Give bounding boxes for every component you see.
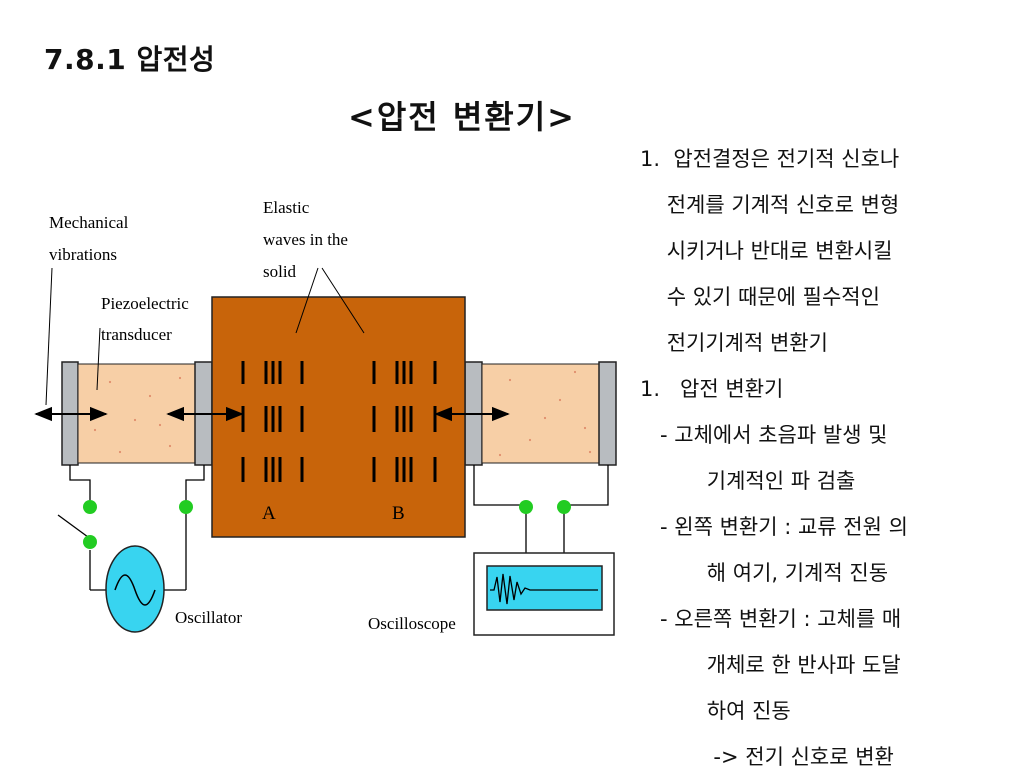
notes-line: 시키거나 반대로 변환시킬 (640, 239, 893, 263)
right-terminal-1 (519, 500, 533, 514)
notes-line: 1. 압전결정은 전기적 신호나 (640, 147, 900, 171)
switch-terminal (83, 535, 97, 549)
piezo-label-line2: transducer (101, 325, 172, 344)
elastic-waves-label-line1: Elastic (263, 198, 310, 217)
oscillator-label: Oscillator (175, 608, 242, 627)
notes-line: 전계를 기계적 신호로 변형 (640, 193, 900, 217)
mechanical-vibrations-leader (45, 267, 53, 406)
left-terminal-1 (83, 500, 97, 514)
notes-line: -> 전기 신호로 변환 (640, 745, 894, 769)
region-b-label: B (392, 503, 405, 524)
notes-list: 1. 압전결정은 전기적 신호나 전계를 기계적 신호로 변형 시키거나 반대로… (640, 136, 1020, 780)
elastic-waves-label-line2: waves in the (263, 230, 348, 249)
mechanical-vibrations-label-line1: Mechanical (49, 213, 129, 232)
piezoelectric-transducer-diagram: A B Mechanical vibrations Piezoelectric … (34, 198, 617, 636)
slide-title: <압전 변환기> (348, 98, 576, 136)
notes-line: 1. 압전 변환기 (640, 377, 784, 401)
notes-line: - 왼쪽 변환기 : 교류 전원 의 (640, 515, 908, 539)
left-terminal-2 (179, 500, 193, 514)
notes-line: 하여 진동 (640, 699, 791, 723)
notes-line: 수 있기 때문에 필수적인 (640, 285, 880, 309)
switch-lever (57, 514, 89, 538)
elastic-waves-leaders (295, 267, 365, 334)
piezo-label-line1: Piezoelectric (101, 294, 189, 313)
section-title: 7.8.1 압전성 (44, 43, 216, 76)
echo-waveform (490, 573, 598, 605)
piezo-leader (96, 327, 101, 391)
oscilloscope-circuit (473, 465, 609, 553)
sine-wave-icon (114, 574, 156, 606)
notes-line: - 오른쪽 변환기 : 고체를 매 (640, 607, 902, 631)
notes-line: - 고체에서 초음파 발생 및 (640, 423, 888, 447)
elastic-solid-block (211, 296, 466, 538)
notes-line: 해 여기, 기계적 진동 (640, 561, 889, 585)
notes-line: 전기기계적 변환기 (640, 331, 828, 355)
notes-line: 기계적인 파 검출 (640, 469, 856, 493)
elastic-waves-label-line3: solid (263, 262, 297, 281)
region-a-label: A (262, 503, 276, 524)
notes-line: 개체로 한 반사파 도달 (640, 653, 901, 677)
right-transducer-outer-electrode (598, 361, 617, 466)
wave-pattern-region-b (372, 361, 437, 482)
right-terminal-2 (557, 500, 571, 514)
oscilloscope-label: Oscilloscope (368, 614, 456, 633)
wave-pattern-region-a (241, 361, 304, 482)
mechanical-vibrations-label-line2: vibrations (49, 245, 117, 264)
oscillator-circuit (57, 465, 205, 591)
